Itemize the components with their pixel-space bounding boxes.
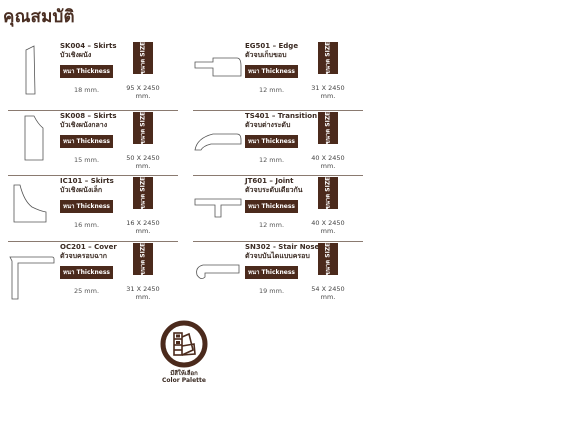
product-thai-name: ตัวจบบันไดแบบครอบ bbox=[245, 252, 310, 260]
divider bbox=[8, 110, 178, 111]
divider bbox=[193, 175, 363, 176]
thickness-value: 12 mm. bbox=[258, 156, 285, 164]
thickness-label: หนา Thickness bbox=[245, 266, 298, 279]
product-code: JT601 – Joint bbox=[245, 177, 294, 185]
size-unit: mm. bbox=[320, 162, 336, 170]
thickness-value: 15 mm. bbox=[73, 156, 100, 164]
size-badge: ขนาด SIZE bbox=[318, 243, 338, 275]
product-thai-name: ตัวจบครอบฉาก bbox=[60, 252, 108, 260]
size-value: 31 X 2450 bbox=[126, 285, 160, 293]
divider bbox=[193, 241, 363, 242]
thickness-value: 16 mm. bbox=[73, 221, 100, 229]
size-label: ขนาด SIZE bbox=[324, 176, 332, 210]
thickness-label: หนา Thickness bbox=[60, 200, 113, 213]
thickness-label: หนา Thickness bbox=[245, 135, 298, 148]
product-thai-name: บัวเชิงผนัง bbox=[60, 51, 92, 59]
thickness-label: หนา Thickness bbox=[60, 135, 113, 148]
size-badge: ขนาด SIZE bbox=[318, 177, 338, 209]
thickness-label: หนา Thickness bbox=[245, 65, 298, 78]
size-label: ขนาด SIZE bbox=[139, 242, 147, 276]
size-label: ขนาด SIZE bbox=[139, 176, 147, 210]
jt601-profile-icon bbox=[194, 198, 242, 218]
size-value: 95 X 2450 bbox=[126, 84, 160, 92]
size-badge: ขนาด SIZE bbox=[133, 177, 153, 209]
size-unit: mm. bbox=[320, 92, 336, 100]
ts401-profile-icon bbox=[194, 133, 242, 151]
thickness-value: 12 mm. bbox=[258, 221, 285, 229]
thickness-value: 18 mm. bbox=[73, 86, 100, 94]
size-label: ขนาด SIZE bbox=[139, 41, 147, 75]
divider bbox=[8, 175, 178, 176]
size-label: ขนาด SIZE bbox=[324, 111, 332, 145]
divider bbox=[8, 241, 178, 242]
thickness-label: หนา Thickness bbox=[60, 65, 113, 78]
product-thai-name: ตัวจบเก็บขอบ bbox=[245, 51, 287, 59]
sn302-profile-icon bbox=[196, 264, 240, 279]
size-label: ขนาด SIZE bbox=[324, 242, 332, 276]
thickness-label: หนา Thickness bbox=[245, 200, 298, 213]
product-thai-name: บัวเชิงผนังเล็ก bbox=[60, 186, 103, 194]
product-thai-name: บัวเชิงผนังกลาง bbox=[60, 121, 108, 129]
size-label: ขนาด SIZE bbox=[139, 111, 147, 145]
size-unit: mm. bbox=[135, 293, 151, 301]
size-badge: ขนาด SIZE bbox=[133, 42, 153, 74]
size-unit: mm. bbox=[135, 162, 151, 170]
page-title: คุณสมบัติ bbox=[3, 7, 75, 27]
product-code: SK004 – Skirts bbox=[60, 42, 117, 50]
divider bbox=[193, 110, 363, 111]
size-label: ขนาด SIZE bbox=[324, 41, 332, 75]
thickness-label: หนา Thickness bbox=[60, 266, 113, 279]
thickness-value: 12 mm. bbox=[258, 86, 285, 94]
size-value: 31 X 2450 bbox=[311, 84, 345, 92]
size-unit: mm. bbox=[135, 227, 151, 235]
color-palette-badge bbox=[160, 320, 208, 372]
product-code: IC101 – Skirts bbox=[60, 177, 114, 185]
product-code: TS401 – Transition bbox=[245, 112, 318, 120]
product-code: EG501 – Edge bbox=[245, 42, 299, 50]
oc201-profile-icon bbox=[9, 256, 55, 300]
eg501-profile-icon bbox=[194, 57, 242, 77]
sk008-profile-icon bbox=[24, 115, 44, 161]
size-unit: mm. bbox=[320, 293, 336, 301]
ic101-profile-icon bbox=[13, 184, 47, 223]
palette-thai-label: มีสีให้เลือก bbox=[170, 370, 198, 377]
product-code: SN302 - Stair Nose bbox=[245, 243, 320, 251]
product-code: SK008 – Skirts bbox=[60, 112, 117, 120]
size-badge: ขนาด SIZE bbox=[318, 42, 338, 74]
size-badge: ขนาด SIZE bbox=[133, 243, 153, 275]
thickness-value: 25 mm. bbox=[73, 287, 100, 295]
sk004-profile-icon bbox=[25, 45, 36, 95]
product-code: OC201 – Cover bbox=[60, 243, 117, 251]
palette-en-label: Color Palette bbox=[162, 377, 206, 384]
size-unit: mm. bbox=[320, 227, 336, 235]
product-thai-name: ตัวจบต่างระดับ bbox=[245, 121, 291, 129]
size-value: 40 X 2450 bbox=[311, 154, 345, 162]
size-value: 16 X 2450 bbox=[126, 219, 160, 227]
size-badge: ขนาด SIZE bbox=[133, 112, 153, 144]
size-unit: mm. bbox=[135, 92, 151, 100]
size-value: 54 X 2450 bbox=[311, 285, 345, 293]
size-value: 50 X 2450 bbox=[126, 154, 160, 162]
thickness-value: 19 mm. bbox=[258, 287, 285, 295]
size-value: 40 X 2450 bbox=[311, 219, 345, 227]
color-palette-icon bbox=[160, 320, 208, 368]
product-thai-name: ตัวจบระดับเดียวกัน bbox=[245, 186, 303, 194]
size-badge: ขนาด SIZE bbox=[318, 112, 338, 144]
